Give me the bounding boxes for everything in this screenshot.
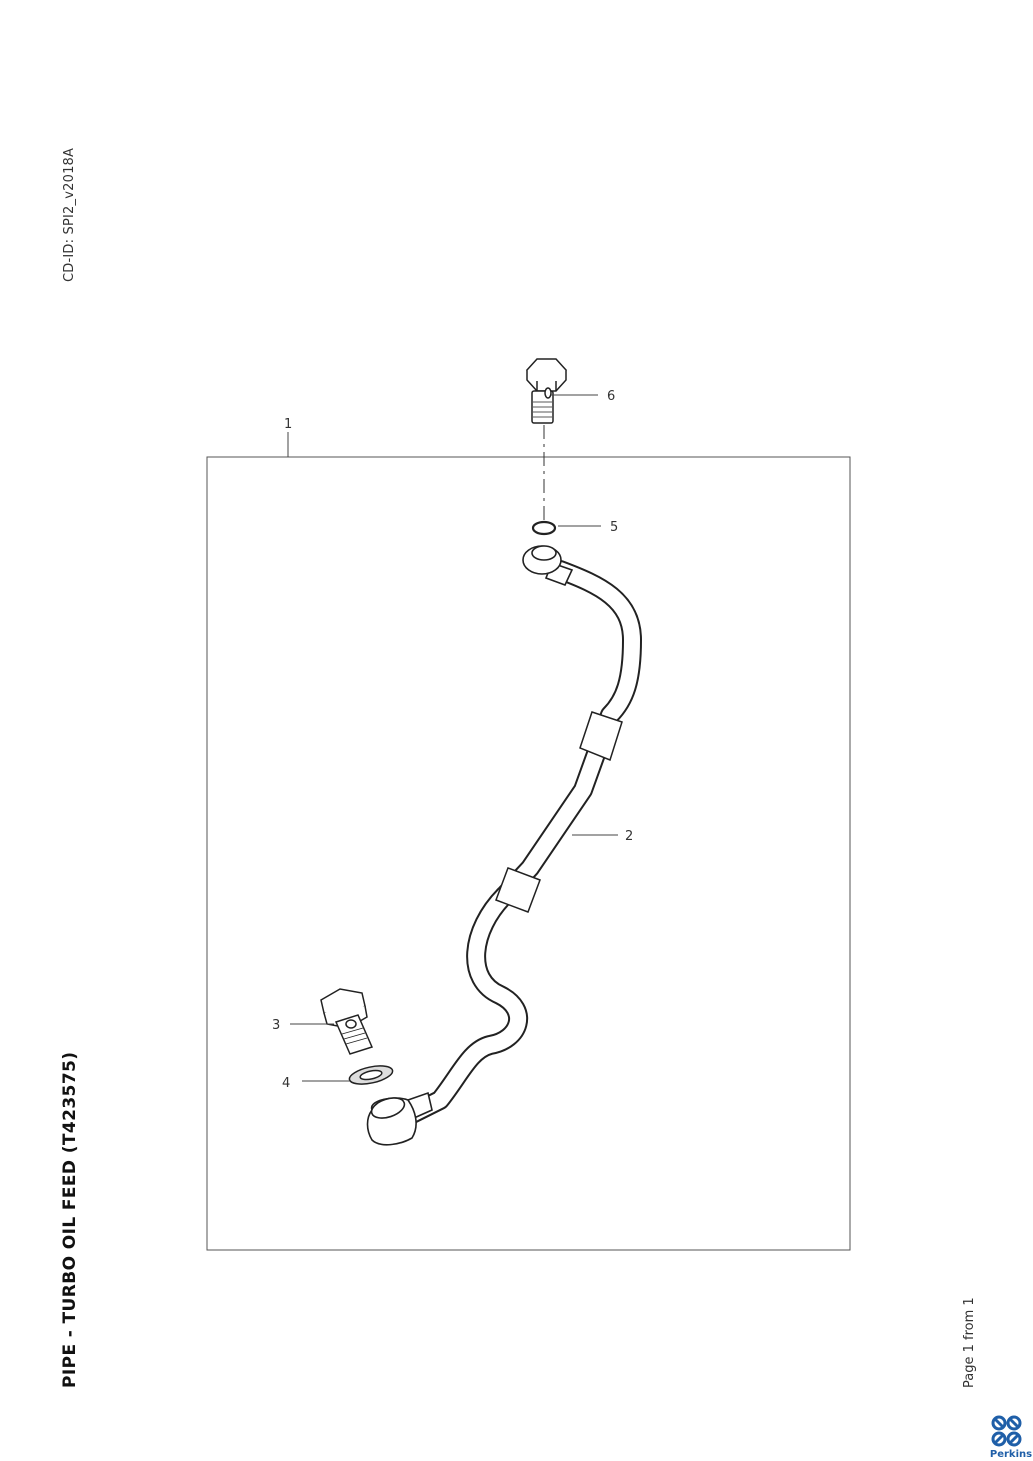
perkins-wordmark: Perkins [989,1449,1033,1460]
assembly-frame [206,456,851,1251]
banjo-bolt-top-icon [525,358,568,424]
oil-feed-pipe-icon [400,560,642,1125]
callout-1: 1 [284,417,292,432]
callout-5: 5 [610,520,618,535]
o-ring-icon [531,520,557,536]
pipe-sleeve-icon [495,711,623,913]
banjo-fitting-bottom-icon [366,1091,433,1146]
callout-2: 2 [625,829,633,844]
perkins-logo-icon [991,1415,1022,1447]
callout-6: 6 [607,389,615,404]
sealing-washer-icon [348,1065,394,1085]
callout-3: 3 [272,1018,280,1033]
banjo-fitting-top-icon [522,545,574,587]
callout-4: 4 [282,1076,290,1091]
banjo-bolt-bottom-icon [320,988,374,1055]
